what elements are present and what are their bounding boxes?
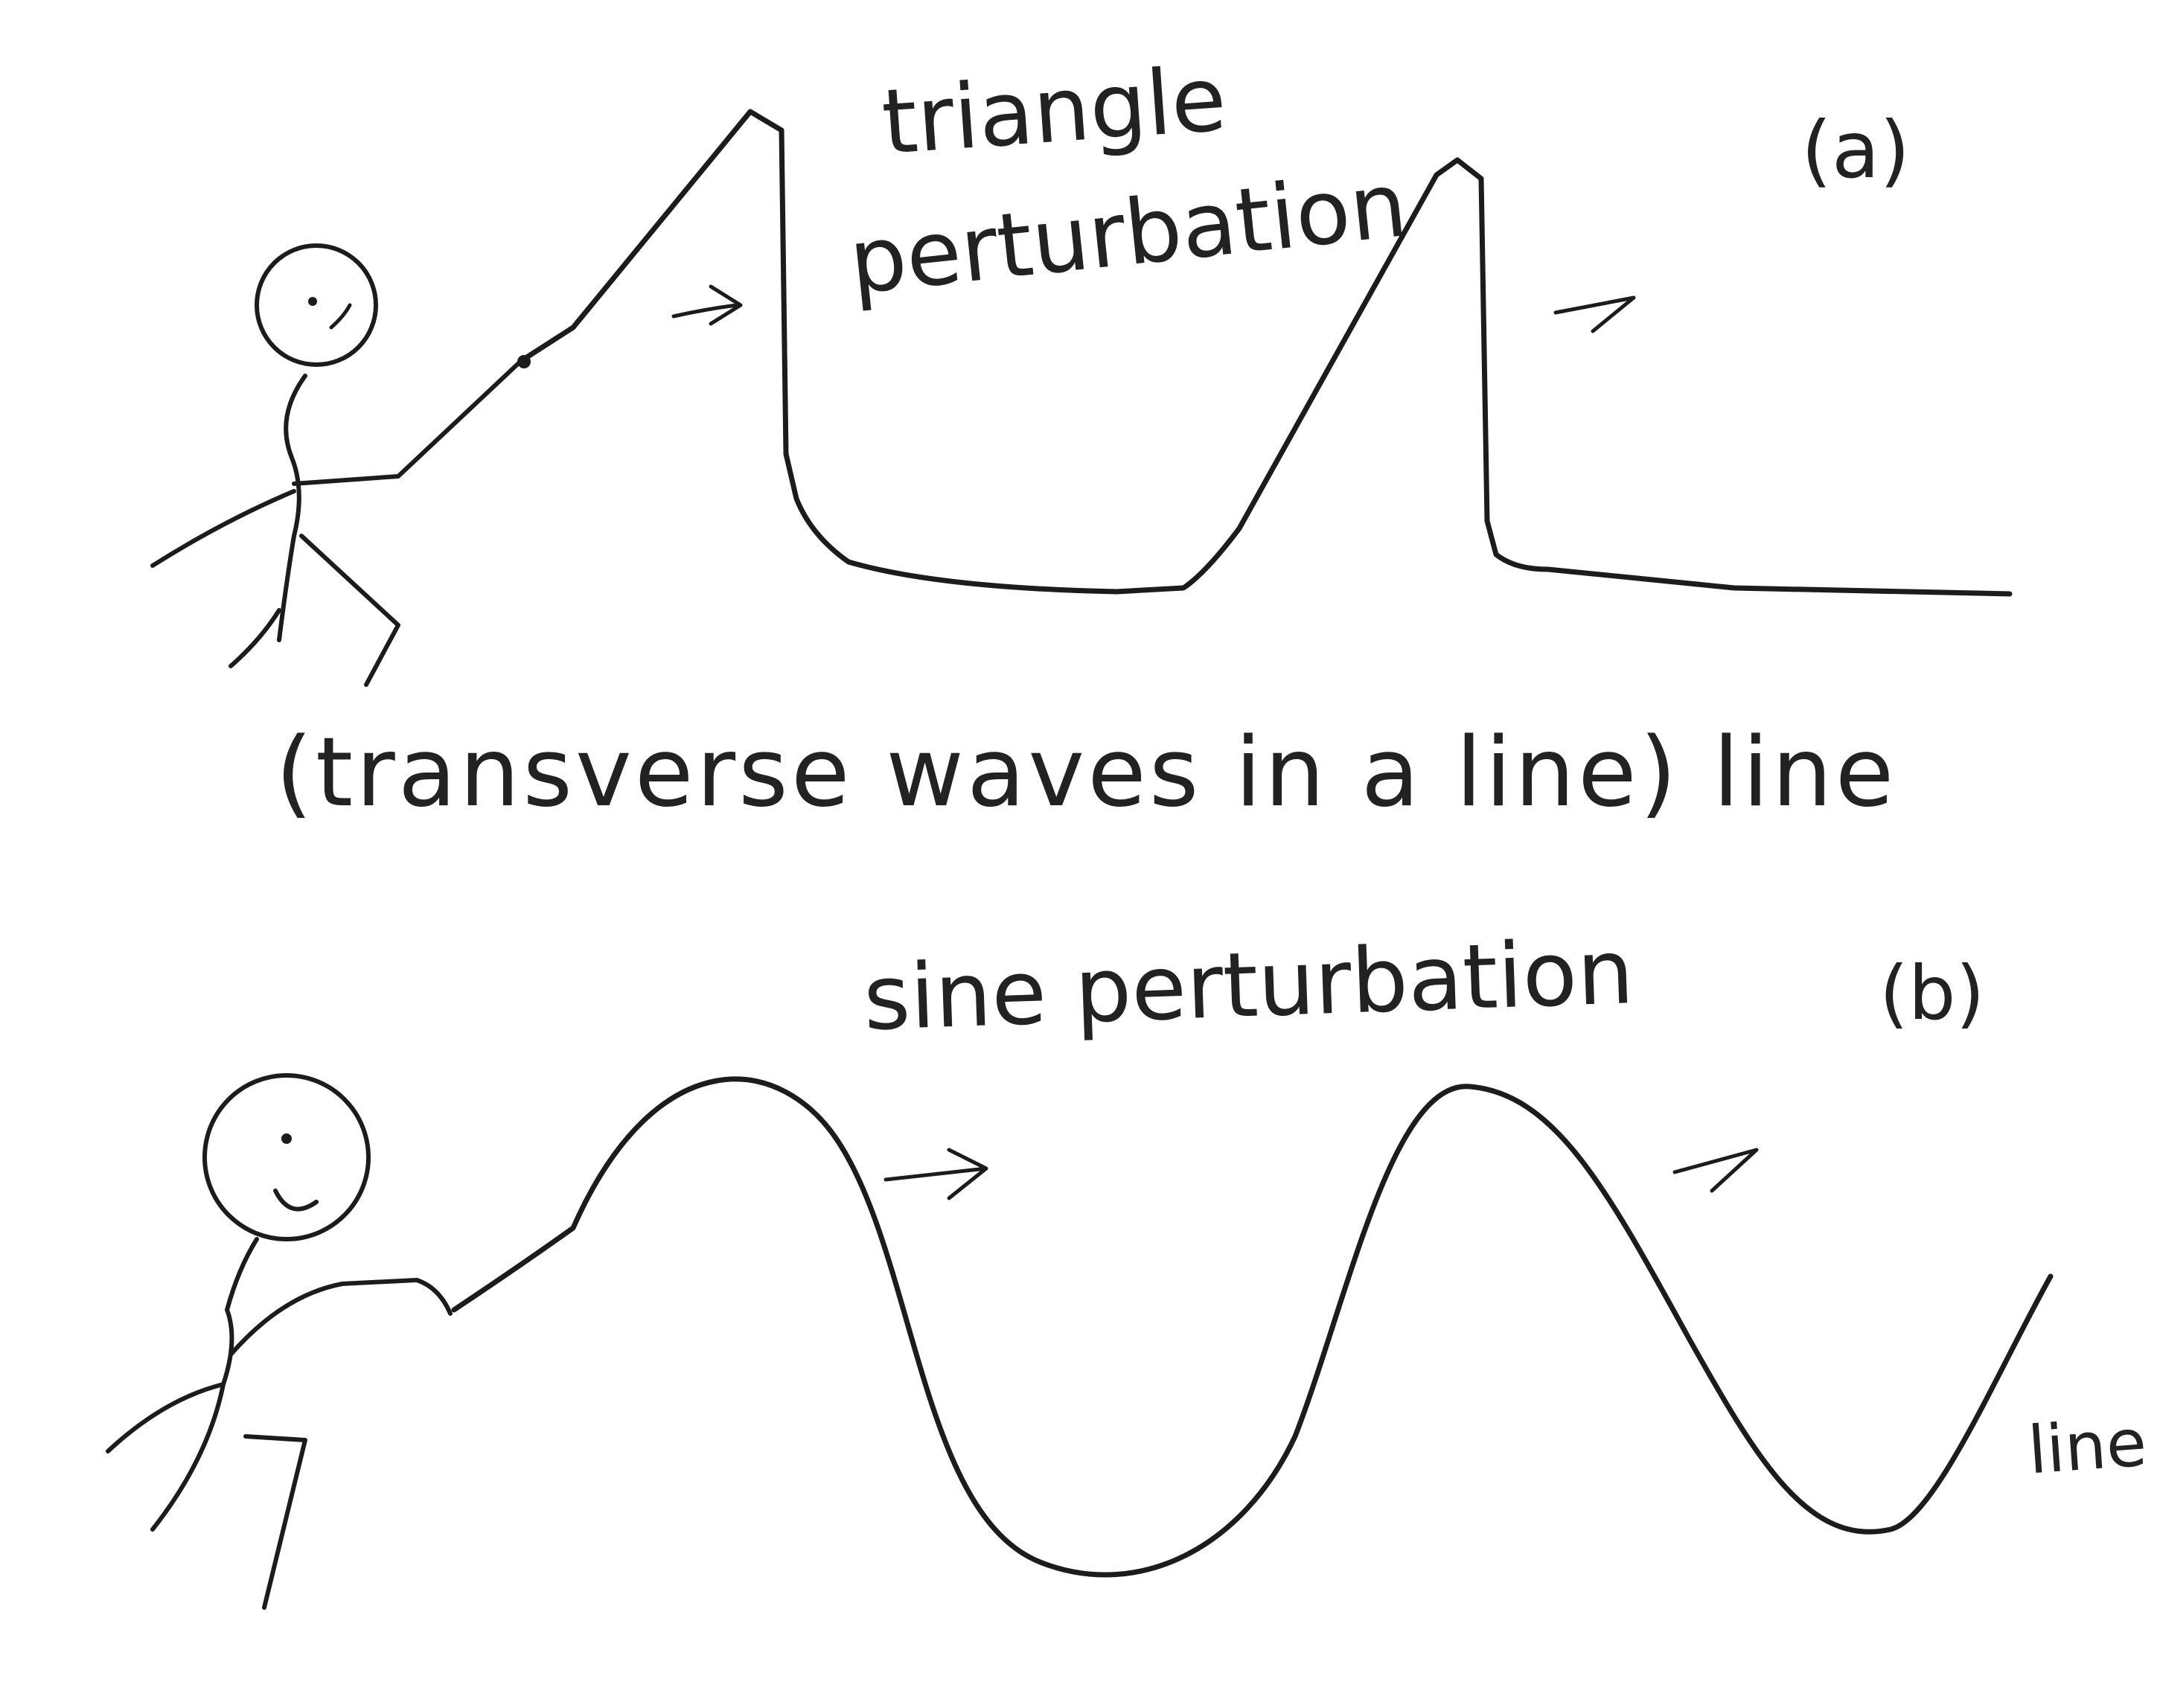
stick-figure-b-smile bbox=[273, 1189, 319, 1212]
panel-b-tag: (b) bbox=[1879, 950, 1985, 1037]
sine-wave-line bbox=[451, 1076, 2054, 1578]
stick-figure-a-head bbox=[255, 243, 378, 367]
stick-figure-b bbox=[106, 1073, 453, 1610]
stick-figure-b-eye bbox=[281, 1133, 292, 1144]
stick-figure-a-back-leg bbox=[150, 489, 296, 568]
arrow-b-2 bbox=[1672, 1148, 1759, 1193]
arrow-a-2 bbox=[1553, 295, 1636, 333]
arrow-b-1 bbox=[883, 1148, 988, 1200]
stick-figure-a-front-foot bbox=[229, 608, 281, 668]
stick-figure-b-arm bbox=[229, 1278, 419, 1357]
stick-figure-b-body bbox=[150, 1237, 259, 1532]
arrow-a-1 bbox=[671, 284, 743, 326]
stick-figure-b-back-leg bbox=[106, 1382, 226, 1453]
panel-a-title-line1: triangle bbox=[878, 48, 1230, 175]
stick-figure-a-body bbox=[277, 374, 307, 642]
stick-figure-a-arm bbox=[292, 359, 523, 486]
stick-figure-b-hand bbox=[415, 1278, 453, 1316]
panel-a-tag: (a) bbox=[1801, 105, 1911, 196]
stick-figure-a-leg bbox=[299, 534, 400, 687]
triangle-wave-line bbox=[518, 109, 2013, 597]
stick-figure-b-head bbox=[202, 1073, 371, 1241]
panel-b-title: sine perturbation bbox=[861, 920, 1636, 1052]
caption: (transverse waves in a line) line bbox=[275, 717, 1897, 828]
panel-b-line-label: line bbox=[2025, 1404, 2150, 1489]
stick-figure-a-eye bbox=[308, 297, 317, 306]
stick-figure-a bbox=[150, 243, 531, 687]
stick-figure-a-mouth bbox=[329, 303, 352, 330]
stick-figure-b-front-leg bbox=[243, 1434, 307, 1610]
